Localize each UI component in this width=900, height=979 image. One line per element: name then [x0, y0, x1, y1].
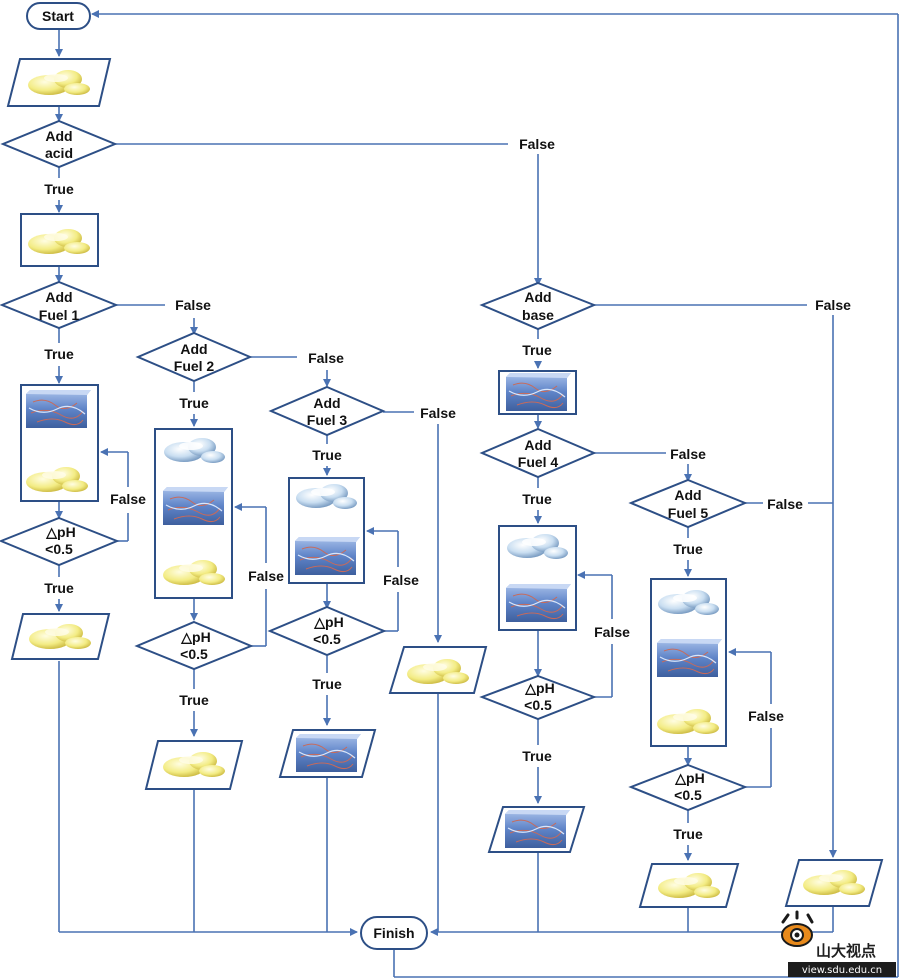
- gel-block-icon: [25, 389, 92, 429]
- add-fuel-4-line2: Fuel 4: [518, 454, 559, 470]
- add-fuel-2-line1: Add: [180, 341, 207, 357]
- false-label: False: [519, 136, 555, 152]
- output-fuel-3: [278, 729, 377, 778]
- false-label: False: [594, 624, 630, 640]
- add-acid-line1: Add: [45, 128, 72, 144]
- process-acidified: [20, 213, 99, 267]
- decision-add-fuel-2: Add Fuel 2: [135, 331, 253, 383]
- process-fuel-4: [498, 525, 577, 631]
- decision-ph-check-fuel-2: △pH <0.5: [134, 620, 254, 671]
- true-label: True: [673, 826, 703, 842]
- start-label: Start: [42, 8, 74, 24]
- eye-logo-icon: [781, 910, 814, 947]
- false-label: False: [175, 297, 211, 313]
- true-label: True: [44, 580, 74, 596]
- decision-ph-check-fuel-4: △pH <0.5: [479, 674, 597, 721]
- add-base-line2: base: [522, 307, 554, 323]
- ph-check-line2: <0.5: [180, 646, 208, 662]
- ph-check-line1: △pH: [45, 524, 75, 540]
- decision-add-base: Add base: [479, 281, 597, 331]
- false-label: False: [767, 496, 803, 512]
- watermark-logo: 山大视点 view.sdu.edu.cn: [781, 910, 896, 977]
- process-fuel-3: [288, 477, 365, 584]
- gel-block-icon: [504, 809, 571, 849]
- add-fuel-3-line2: Fuel 3: [307, 412, 348, 428]
- process-fuel-2: [154, 428, 233, 599]
- true-label: True: [312, 447, 342, 463]
- false-label: False: [420, 405, 456, 421]
- add-base-line1: Add: [524, 289, 551, 305]
- add-fuel-4-line1: Add: [524, 437, 551, 453]
- false-label: False: [248, 568, 284, 584]
- process-base: [498, 370, 577, 415]
- gel-block-icon: [295, 733, 362, 773]
- add-fuel-2-line2: Fuel 2: [174, 358, 215, 374]
- gel-block-icon: [656, 638, 723, 678]
- gel-block-icon: [162, 486, 229, 526]
- true-label: True: [44, 181, 74, 197]
- gel-block-icon: [294, 536, 361, 576]
- gel-block-icon: [505, 583, 572, 623]
- decision-ph-check-fuel-5: △pH <0.5: [628, 763, 748, 812]
- start-terminal: Start: [26, 2, 91, 30]
- true-label: True: [522, 342, 552, 358]
- output-fuel-1: [10, 613, 111, 660]
- false-label: False: [383, 572, 419, 588]
- output-fuel-5: [638, 863, 740, 908]
- false-label: False: [748, 708, 784, 724]
- output-fuel-2: [144, 740, 244, 790]
- true-label: True: [673, 541, 703, 557]
- decision-add-acid: Add acid: [0, 119, 118, 169]
- decision-ph-check-fuel-1: △pH <0.5: [0, 516, 120, 567]
- true-label: True: [312, 676, 342, 692]
- add-fuel-1-line2: Fuel 1: [39, 307, 80, 323]
- ph-check-line2: <0.5: [674, 787, 702, 803]
- false-label: False: [308, 350, 344, 366]
- output-no-fuel-3: [388, 646, 488, 694]
- true-label: True: [179, 395, 209, 411]
- false-label: False: [815, 297, 851, 313]
- output-no-base: [784, 859, 884, 907]
- watermark-url: view.sdu.edu.cn: [802, 965, 882, 976]
- add-acid-line2: acid: [45, 145, 73, 161]
- process-fuel-5: [650, 578, 727, 747]
- decision-ph-check-fuel-3: △pH <0.5: [267, 605, 387, 657]
- false-label: False: [110, 491, 146, 507]
- decision-add-fuel-5: Add Fuel 5: [628, 478, 748, 529]
- add-fuel-5-line2: Fuel 5: [668, 505, 709, 521]
- edge-labels: True True True True True True True True …: [44, 136, 851, 842]
- input-sample: [6, 58, 112, 107]
- ph-check-line2: <0.5: [45, 541, 73, 557]
- decision-add-fuel-4: Add Fuel 4: [479, 427, 597, 479]
- gel-block-icon: [505, 372, 572, 412]
- finish-terminal: Finish: [360, 916, 428, 950]
- output-fuel-4: [487, 806, 586, 853]
- add-fuel-5-line1: Add: [674, 487, 701, 503]
- watermark-brand: 山大视点: [816, 942, 876, 960]
- false-label: False: [670, 446, 706, 462]
- finish-label: Finish: [373, 925, 414, 941]
- true-label: True: [522, 491, 552, 507]
- ph-check-line1: △pH: [674, 770, 704, 786]
- true-label: True: [522, 748, 552, 764]
- ph-check-line2: <0.5: [524, 697, 552, 713]
- decision-add-fuel-1: Add Fuel 1: [0, 280, 119, 330]
- ph-check-line1: △pH: [180, 629, 210, 645]
- true-label: True: [44, 346, 74, 362]
- process-fuel-1: [20, 384, 99, 502]
- add-fuel-3-line1: Add: [313, 395, 340, 411]
- ph-check-line1: △pH: [524, 680, 554, 696]
- ph-check-line2: <0.5: [313, 631, 341, 647]
- ph-check-line1: △pH: [313, 614, 343, 630]
- true-label: True: [179, 692, 209, 708]
- add-fuel-1-line1: Add: [45, 289, 72, 305]
- decision-add-fuel-3: Add Fuel 3: [268, 385, 386, 437]
